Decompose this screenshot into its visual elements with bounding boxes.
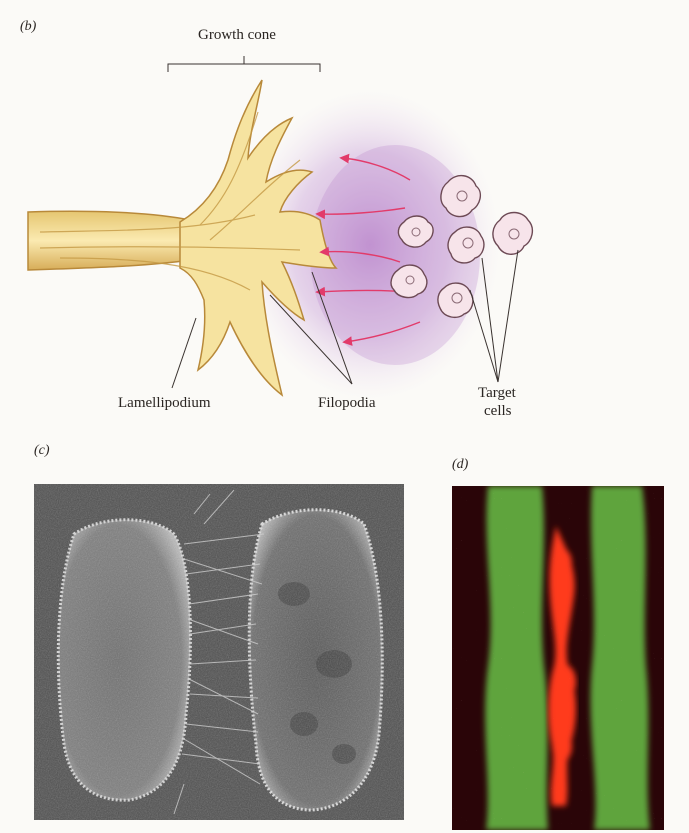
growth-cone-label: Growth cone bbox=[198, 28, 276, 43]
growth-cone-diagram bbox=[0, 0, 689, 440]
target-cell bbox=[438, 283, 473, 317]
panel-letter-c: (c) bbox=[34, 444, 50, 458]
target-cell bbox=[493, 213, 532, 255]
micrograph-c bbox=[34, 484, 404, 820]
axon bbox=[28, 211, 190, 270]
filopodia-label: Filopodia bbox=[318, 396, 376, 411]
lamellipodium-label: Lamellipodium bbox=[118, 396, 210, 411]
micrograph-d bbox=[452, 486, 664, 830]
target-cells-label-line1: Target bbox=[478, 386, 516, 401]
panel-letter-b: (b) bbox=[20, 20, 36, 34]
target-cells-label-line2: cells bbox=[484, 404, 512, 419]
panel-letter-d: (d) bbox=[452, 458, 468, 472]
